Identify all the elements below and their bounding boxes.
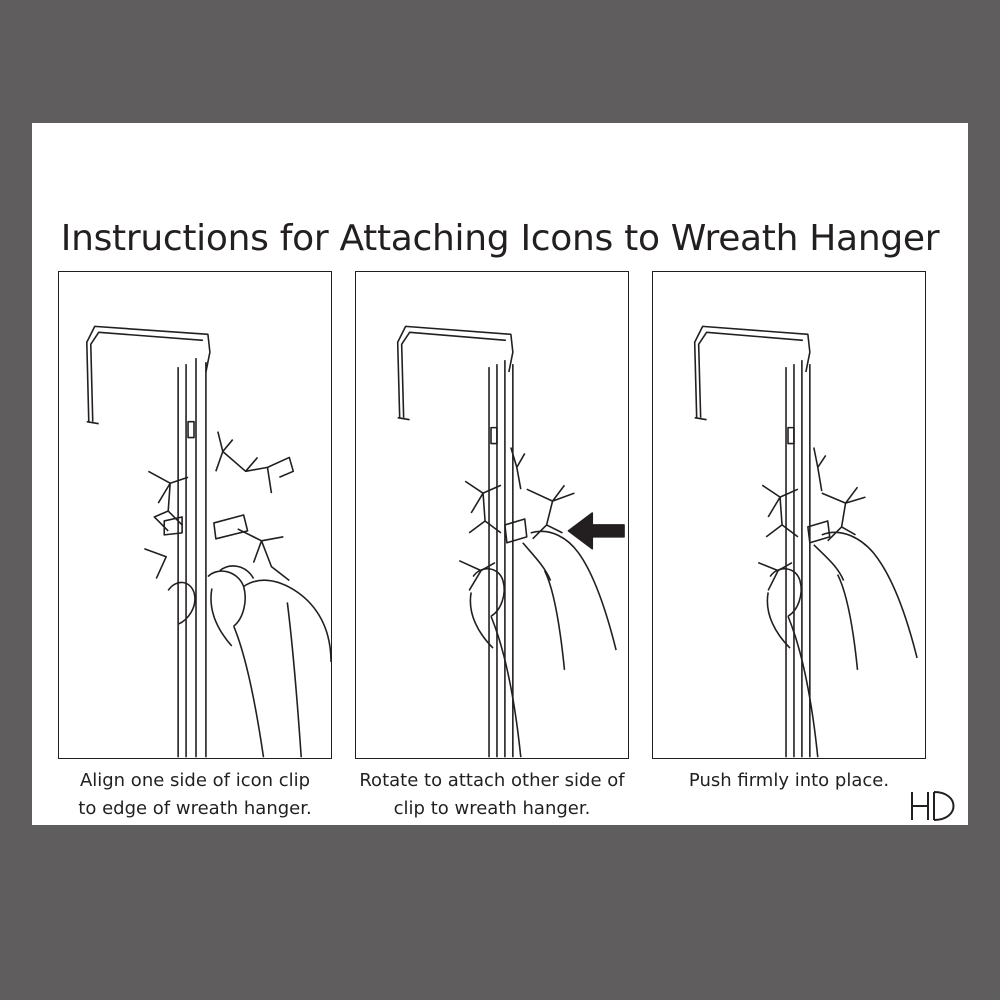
- hd-logo: [911, 791, 955, 821]
- snowflake-icon: [757, 447, 866, 591]
- push-arrow-icon: [567, 512, 625, 550]
- hand-illustration: [167, 565, 331, 758]
- hanger-bar: [785, 360, 811, 758]
- hand-illustration: [766, 531, 918, 758]
- step-3-drawing: [693, 325, 918, 758]
- icon-clip: [504, 518, 528, 544]
- hand-illustration: [469, 530, 617, 758]
- step-2-caption: Rotate to attach other side of clip to w…: [342, 767, 642, 823]
- instruction-sheet: Instructions for Attaching Icons to Wrea…: [32, 123, 968, 825]
- step-3-caption: Push firmly into place.: [639, 767, 939, 795]
- icon-clip: [163, 516, 183, 536]
- step-1-illustration: [58, 271, 332, 759]
- step-2-drawing: [396, 325, 625, 758]
- hanger-hook: [396, 325, 514, 418]
- icon-clip: [807, 520, 831, 544]
- hanger-bar: [488, 360, 514, 758]
- hanger-bar: [177, 358, 207, 758]
- step-3-caption-line-1: Push firmly into place.: [688, 770, 890, 791]
- step-2-illustration: [355, 271, 629, 759]
- snowflake-icon: [144, 431, 295, 582]
- hanger-hook: [86, 325, 211, 422]
- step-3-illustration: [652, 271, 926, 759]
- step-1-caption-line-1: Align one side of icon clip: [79, 770, 311, 791]
- page-title: Instructions for Attaching Icons to Wrea…: [60, 218, 940, 259]
- step-2-caption-line-1: Rotate to attach other side of: [359, 770, 625, 791]
- step-1-caption: Align one side of icon clip to edge of w…: [45, 767, 345, 823]
- step-1-caption-line-2: to edge of wreath hanger.: [78, 798, 312, 819]
- hanger-hook: [693, 325, 811, 418]
- snowflake-icon: [458, 447, 575, 591]
- step-1-drawing: [86, 325, 331, 758]
- step-2-caption-line-2: clip to wreath hanger.: [393, 798, 591, 819]
